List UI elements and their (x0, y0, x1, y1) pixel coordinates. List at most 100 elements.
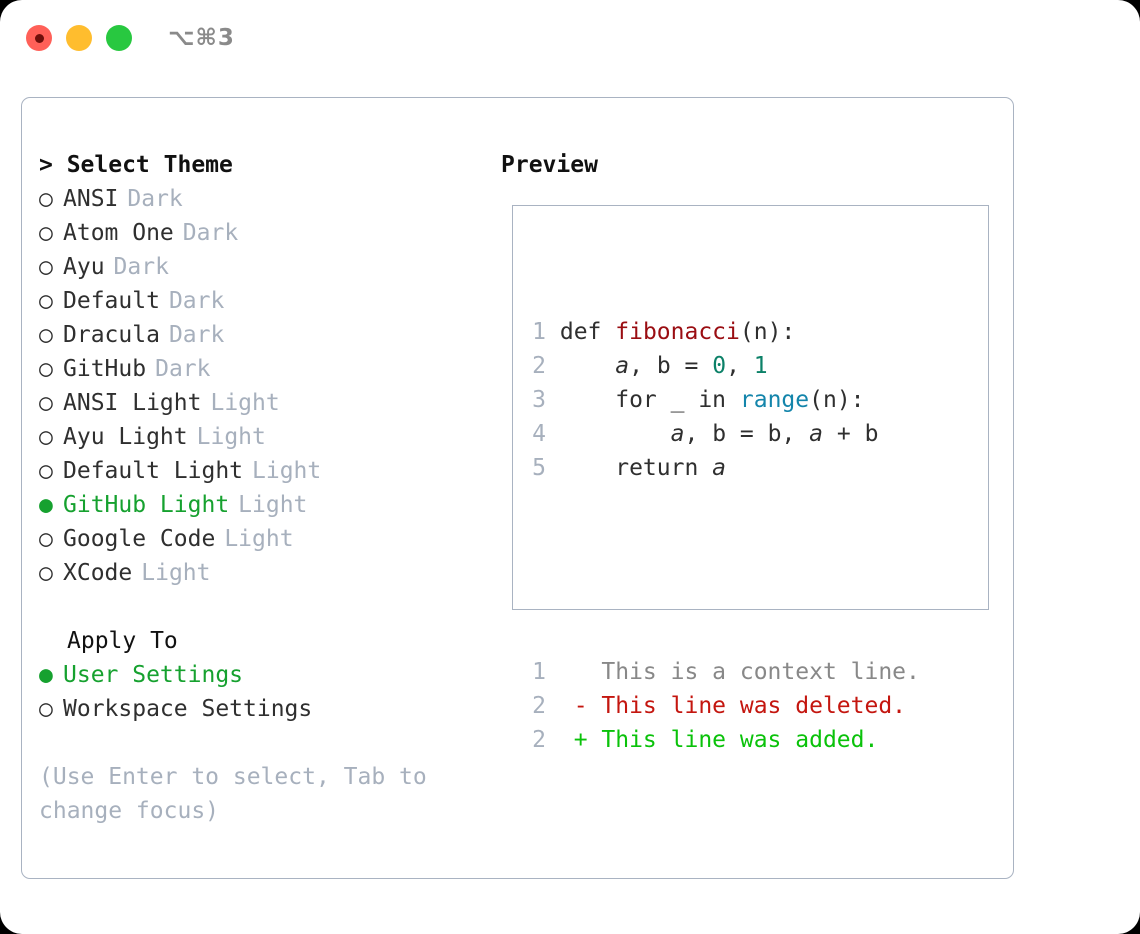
title-bar: ⌥⌘3 (0, 0, 1140, 78)
radio-unselected-icon[interactable]: ○ (39, 424, 53, 450)
apply-to-option-label: Workspace Settings (63, 696, 313, 722)
spacer (39, 590, 479, 624)
code-token: , (781, 421, 810, 447)
radio-selected-icon[interactable]: ● (39, 492, 53, 518)
radio-unselected-icon[interactable]: ○ (39, 390, 53, 416)
theme-mode-label: Dark (113, 254, 169, 280)
code-line: 1 def fibonacci(n): (524, 315, 920, 349)
code-token: def (546, 319, 616, 345)
line-number: 2 (532, 693, 546, 719)
theme-list-item[interactable]: ○ Ayu Light Light (39, 420, 479, 454)
code-token: b (864, 421, 879, 447)
code-line: 3 for _ in range(n): (524, 383, 920, 417)
minimize-button[interactable] (66, 25, 92, 51)
code-token: b (656, 353, 671, 379)
diff-marker: - (546, 693, 602, 719)
theme-name-label: Ayu Light (63, 424, 188, 450)
window-controls (26, 25, 132, 51)
code-token: for _ in (546, 387, 740, 413)
theme-list-item[interactable]: ○ Dracula Dark (39, 318, 479, 352)
theme-name-label: GitHub Light (63, 492, 230, 518)
theme-mode-label: Light (252, 458, 322, 484)
line-number: 1 (532, 659, 546, 685)
code-token: 1 (753, 353, 768, 379)
code-token (546, 421, 671, 447)
radio-unselected-icon[interactable]: ○ (39, 696, 53, 722)
theme-name-label: ANSI (63, 186, 119, 212)
radio-unselected-icon[interactable]: ○ (39, 322, 53, 348)
diff-text: This line was deleted. (601, 693, 907, 719)
theme-mode-label: Dark (168, 322, 225, 348)
diff-marker: + (546, 727, 602, 753)
code-token: b (767, 421, 782, 447)
code-line: 5 return a (524, 451, 920, 485)
diff-text: This line was added. (601, 727, 879, 753)
radio-unselected-icon[interactable]: ○ (39, 356, 53, 382)
code-token: = (726, 421, 768, 447)
radio-unselected-icon[interactable]: ○ (39, 254, 53, 280)
theme-list-item[interactable]: ○ Default Dark (39, 284, 479, 318)
radio-selected-icon[interactable]: ● (39, 662, 53, 688)
theme-list-item[interactable]: ○ Default Light Light (39, 454, 479, 488)
theme-name-label: Default Light (63, 458, 244, 484)
keyboard-shortcut-label: ⌥⌘3 (168, 25, 235, 51)
theme-list-item[interactable]: ● GitHub Light Light (39, 488, 479, 522)
theme-mode-label: Dark (182, 220, 239, 246)
theme-list-item[interactable]: ○ Ayu Dark (39, 250, 479, 284)
close-button[interactable] (26, 25, 52, 51)
keyboard-hint-text: (Use Enter to select, Tab to change focu… (39, 764, 427, 824)
line-number: 2 (532, 727, 546, 753)
theme-name-label: Google Code (63, 526, 216, 552)
radio-unselected-icon[interactable]: ○ (39, 220, 53, 246)
theme-list-item[interactable]: ○ Google Code Light (39, 522, 479, 556)
diff-text: This is a context line. (601, 659, 920, 685)
radio-unselected-icon[interactable]: ○ (39, 526, 53, 552)
radio-unselected-icon[interactable]: ○ (39, 458, 53, 484)
code-token: , (629, 353, 657, 379)
theme-name-label: Default (63, 288, 160, 314)
theme-mode-label: Dark (168, 288, 225, 314)
preview-title: Preview (501, 152, 598, 178)
theme-mode-label: Light (196, 424, 266, 450)
theme-list-item[interactable]: ○ Atom One Dark (39, 216, 479, 250)
preview-pane: Preview 1 def fibonacci(n):2 a, b = 0, 1… (501, 148, 991, 753)
code-token: = (670, 353, 713, 379)
theme-mode-label: Dark (155, 356, 211, 382)
diff-block: 1 This is a context line. 2 - This line w… (524, 655, 920, 757)
theme-name-label: XCode (63, 560, 133, 586)
radio-unselected-icon[interactable]: ○ (39, 288, 53, 314)
code-token: , (726, 353, 754, 379)
diff-line: 2 - This line was deleted. (524, 689, 920, 723)
line-number: 2 (532, 353, 546, 379)
theme-mode-label: Light (210, 390, 280, 416)
code-token: a (809, 421, 824, 447)
diff-marker (546, 659, 601, 685)
theme-name-label: Atom One (63, 220, 174, 246)
code-token: (n): (739, 319, 796, 345)
theme-mode-label: Light (224, 526, 294, 552)
code-token: range (739, 387, 810, 413)
code-token: a (712, 455, 727, 481)
code-token: b (712, 421, 727, 447)
theme-name-label: Dracula (63, 322, 160, 348)
code-line: 2 a, b = 0, 1 (524, 349, 920, 383)
theme-mode-label: Light (238, 492, 308, 518)
theme-name-label: Ayu (63, 254, 105, 280)
code-token: , (684, 421, 713, 447)
apply-to-option-label: User Settings (63, 662, 244, 688)
apply-to-option[interactable]: ● User Settings (39, 658, 479, 692)
radio-unselected-icon[interactable]: ○ (39, 186, 53, 212)
maximize-button[interactable] (106, 25, 132, 51)
apply-to-option[interactable]: ○ Workspace Settings (39, 692, 479, 726)
radio-unselected-icon[interactable]: ○ (39, 560, 53, 586)
